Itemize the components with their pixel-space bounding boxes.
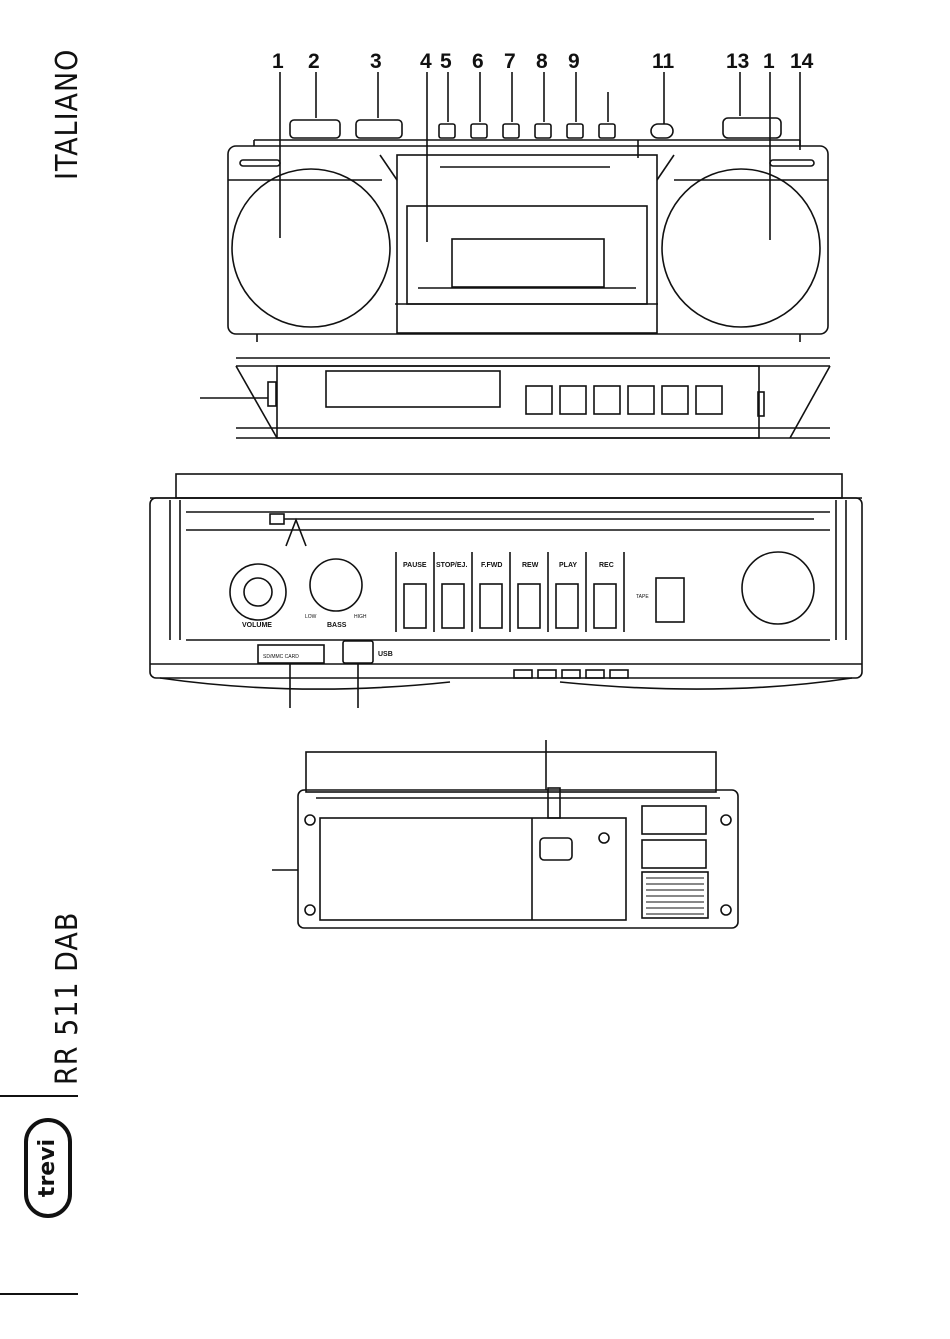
button-label-pause: PAUSE — [403, 562, 427, 569]
usb-port-label: USB — [378, 651, 393, 658]
switch-label-tape: TAPE — [636, 594, 649, 600]
knob-label-volume: VOLUME — [242, 622, 272, 629]
button-label-stop-eject: STOP/EJ. — [436, 562, 467, 569]
bass-min-label: LOW — [305, 614, 317, 620]
button-label-rec: REC — [599, 562, 614, 569]
bass-max-label: HIGH — [354, 614, 367, 620]
button-label-rew: REW — [522, 562, 539, 569]
callout-9: 9 — [568, 50, 580, 73]
callout-3: 3 — [370, 50, 382, 73]
callout-6: 6 — [472, 50, 484, 73]
button-label-ffwd: F.FWD — [481, 562, 502, 569]
callout-14: 14 — [790, 50, 814, 73]
knob-label-bass: BASS — [327, 622, 347, 629]
button-label-play: PLAY — [559, 562, 577, 569]
callout-8: 8 — [536, 50, 548, 73]
callout-1-right: 1 — [763, 50, 775, 73]
callout-1-left: 1 — [272, 50, 284, 73]
callout-2: 2 — [308, 50, 320, 73]
card-slot-label: SD/MMC CARD — [263, 654, 299, 660]
callout-13: 13 — [726, 50, 749, 73]
callout-5: 5 — [440, 50, 452, 73]
callout-7: 7 — [504, 50, 516, 73]
callout-4: 4 — [420, 50, 432, 73]
callout-11: 11 — [652, 50, 675, 73]
